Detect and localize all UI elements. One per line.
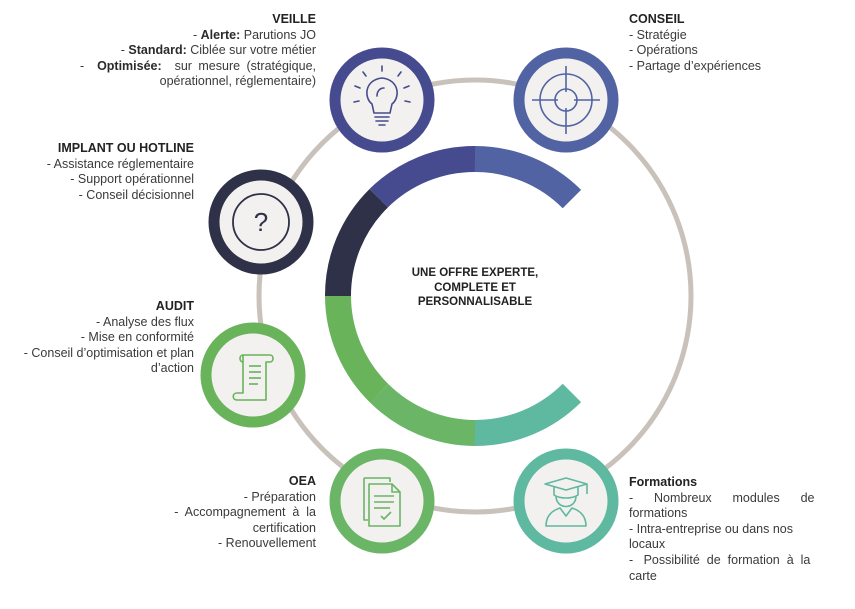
oea-circle: [329, 448, 435, 554]
svg-text:?: ?: [254, 207, 268, 237]
formations-item: formations: [629, 506, 688, 521]
veille-title: VEILLE: [272, 12, 316, 26]
audit-item: - Conseil d’optimisation et plan: [23, 345, 194, 360]
formations-item: - Intra-entreprise ou dans nos: [629, 521, 793, 536]
certificate-documents-icon: [363, 477, 401, 527]
formations-item: - Nombreux modules de: [629, 490, 815, 505]
audit-item: - Mise en conformité: [80, 330, 194, 345]
scroll-document-icon: [232, 354, 274, 401]
audit-title: AUDIT: [155, 299, 194, 313]
center-label: UNE OFFRE EXPERTE, COMPLETE ET PERSONNAL…: [395, 266, 555, 310]
segment-conseil: [474, 146, 582, 209]
conseil-item: - Opérations: [629, 43, 698, 58]
target-icon: [532, 66, 600, 134]
formations-circle: [513, 448, 619, 554]
outer-ring: [256, 77, 694, 515]
conseil-block: CONSEIL - Stratégie - Opérations - Parta…: [629, 12, 829, 74]
audit-item: d’action: [150, 361, 194, 376]
veille-optimisee: - Optimisée: sur mesure (stratégique,: [80, 58, 316, 73]
graduate-icon: [544, 477, 588, 527]
veille-circle: [329, 47, 435, 153]
oea-item: - Accompagnement à la: [174, 505, 316, 520]
veille-block: VEILLE - Alerte: Parutions JO - Standard…: [80, 12, 316, 90]
audit-block: AUDIT - Analyse des flux - Mise en confo…: [0, 299, 194, 377]
oea-item: - Préparation: [243, 489, 316, 504]
center-line-1: UNE OFFRE EXPERTE,: [411, 267, 539, 279]
segment-formations: [474, 383, 582, 446]
conseil-circle: [513, 47, 619, 153]
center-line-3: PERSONNALISABLE: [417, 296, 533, 308]
conseil-item: - Partage d’expériences: [629, 58, 762, 73]
implant-title: IMPLANT OU HOTLINE: [57, 141, 194, 155]
veille-alerte: - Alerte: Parutions JO: [193, 27, 316, 42]
audit-item: - Analyse des flux: [96, 314, 194, 329]
segment-veille: [369, 145, 476, 208]
oea-item: - Renouvellement: [218, 536, 316, 551]
oea-item: certification: [252, 520, 316, 535]
formations-item: locaux: [629, 537, 666, 552]
veille-optimisee-cont: opérationnel, réglementaire): [159, 74, 316, 89]
oea-block: OEA - Préparation - Accompagnement à la …: [150, 474, 316, 552]
center-line-2: COMPLETE ET: [434, 281, 516, 294]
implant-item: - Assistance réglementaire: [46, 156, 194, 171]
implant-item: - Support opérationnel: [70, 172, 194, 187]
audit-circle: [200, 322, 306, 428]
implant-item: - Conseil décisionnel: [78, 187, 194, 202]
oea-title: OEA: [288, 474, 316, 488]
question-mark-icon: ?: [232, 193, 290, 251]
conseil-item: - Stratégie: [629, 27, 687, 42]
implant-block: IMPLANT OU HOTLINE - Assistance réglemen…: [20, 141, 194, 203]
implant-circle: ?: [208, 169, 314, 275]
formations-title: Formations: [629, 475, 698, 489]
formations-item: carte: [629, 568, 657, 583]
veille-standard: - Standard: Ciblée sur votre métier: [120, 43, 316, 58]
inner-segmented-ring: [324, 145, 582, 446]
formations-item: - Possibilité de formation à la: [629, 552, 811, 567]
segment-implant: [324, 188, 389, 297]
formations-block: Formations - Nombreux modules de formati…: [629, 475, 831, 584]
lightbulb-icon: [353, 65, 411, 126]
segment-audit: [325, 295, 389, 403]
segment-oea: [370, 383, 476, 446]
conseil-title: CONSEIL: [629, 12, 685, 26]
